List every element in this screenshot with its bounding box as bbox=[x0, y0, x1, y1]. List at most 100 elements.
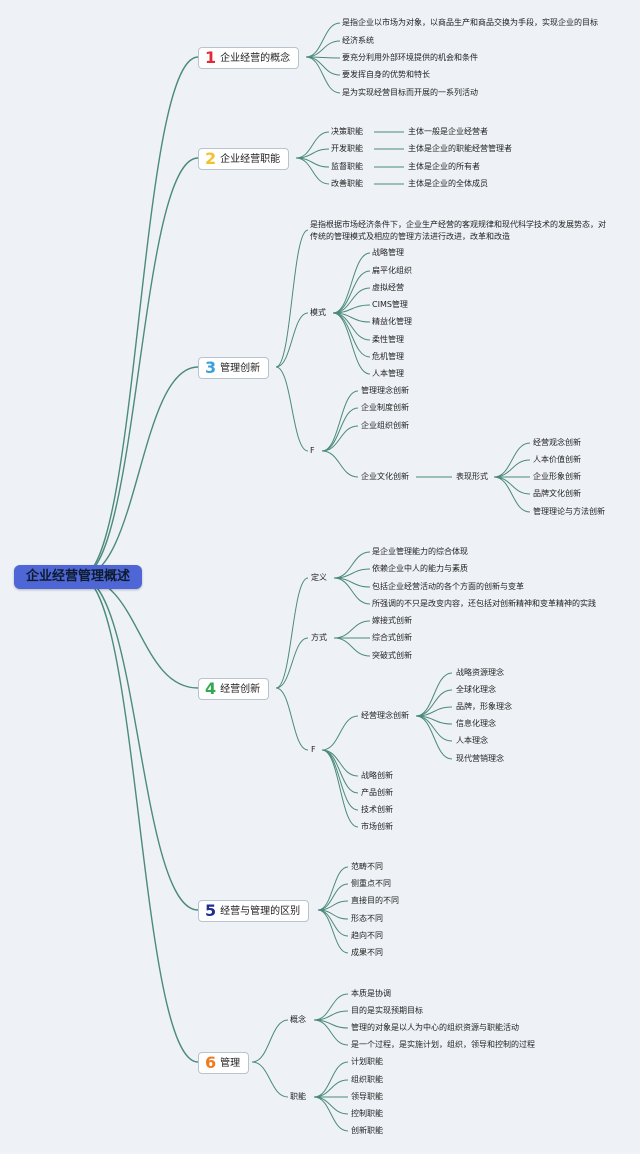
s5-item[interactable]: 成果不同 bbox=[351, 948, 383, 957]
s2-function[interactable]: 决策职能 bbox=[331, 127, 363, 136]
s4-idea-item[interactable]: 人本理念 bbox=[456, 736, 488, 745]
connector bbox=[493, 476, 531, 495]
s3-culture-item[interactable]: 人本价值创新 bbox=[533, 455, 581, 464]
s4-way-label[interactable]: 方式 bbox=[311, 633, 327, 642]
s5-item[interactable]: 形态不同 bbox=[351, 914, 383, 923]
s3-mode[interactable]: 扁平化组织 bbox=[372, 266, 412, 275]
s4-idea-item[interactable]: 战略资源理念 bbox=[456, 668, 504, 677]
s2-subject[interactable]: 主体是企业的所有者 bbox=[408, 162, 480, 171]
s4-idea-item[interactable]: 全球化理念 bbox=[456, 685, 496, 694]
s5-item[interactable]: 侧重点不同 bbox=[351, 879, 391, 888]
s4-other[interactable]: 战略创新 bbox=[361, 771, 393, 780]
s2-subject[interactable]: 主体是企业的全体成员 bbox=[408, 179, 488, 188]
topic-number: 3 bbox=[205, 358, 217, 377]
connector bbox=[79, 56, 199, 578]
s3-mode[interactable]: 战略管理 bbox=[372, 248, 404, 257]
s4-other[interactable]: 技术创新 bbox=[361, 805, 393, 814]
s6-func[interactable]: 领导职能 bbox=[351, 1092, 383, 1101]
s3-mode-label[interactable]: 模式 bbox=[310, 308, 326, 317]
connector bbox=[333, 551, 371, 579]
s1-item[interactable]: 是指企业以市场为对象，以商品生产和商品交换为手段，实现企业的目标 bbox=[342, 18, 598, 27]
topic-label: 企业经营职能 bbox=[220, 154, 281, 165]
s6-func-label[interactable]: 职能 bbox=[290, 1092, 306, 1101]
s5-item[interactable]: 趋向不同 bbox=[351, 931, 383, 940]
s4-way[interactable]: 嫁接式创新 bbox=[372, 616, 412, 625]
connector bbox=[321, 715, 359, 751]
s4-def[interactable]: 所强调的不只是改变内容，还包括对创新精神和变革精神的实践 bbox=[372, 599, 596, 608]
s6-func[interactable]: 计划职能 bbox=[351, 1057, 383, 1066]
s6-concept[interactable]: 目的是实现预期目标 bbox=[351, 1006, 423, 1015]
s4-idea[interactable]: 经营理念创新 bbox=[361, 711, 409, 720]
s4-idea-item[interactable]: 现代营销理念 bbox=[456, 754, 504, 763]
s3-mode[interactable]: 精益化管理 bbox=[372, 317, 412, 326]
s2-function[interactable]: 监督职能 bbox=[331, 162, 363, 171]
connector bbox=[313, 993, 349, 1021]
s4-way[interactable]: 综合式创新 bbox=[372, 633, 412, 642]
s1-item[interactable]: 是为实现经营目标而开展的一系列活动 bbox=[342, 88, 478, 97]
s3-culture-item[interactable]: 企业形象创新 bbox=[533, 472, 581, 481]
s3-culture-item[interactable]: 管理理论与方法创新 bbox=[533, 507, 605, 516]
s3-f-item[interactable]: 管理理念创新 bbox=[361, 386, 409, 395]
s2-subject[interactable]: 主体是企业的职能经营管理者 bbox=[408, 144, 512, 153]
s3-f-item[interactable]: 企业制度创新 bbox=[361, 403, 409, 412]
s6-func[interactable]: 创新职能 bbox=[351, 1126, 383, 1135]
s4-other[interactable]: 市场创新 bbox=[361, 822, 393, 831]
s6-concept-label[interactable]: 概念 bbox=[290, 1015, 306, 1024]
topic-label: 经营与管理的区别 bbox=[220, 906, 301, 917]
s6-func[interactable]: 控制职能 bbox=[351, 1109, 383, 1118]
s6-concept[interactable]: 本质是协调 bbox=[351, 989, 391, 998]
s2-function[interactable]: 开发职能 bbox=[331, 144, 363, 153]
connector bbox=[251, 1061, 289, 1098]
s1-item[interactable]: 要充分利用外部环境提供的机会和条件 bbox=[342, 53, 478, 62]
topic-number: 6 bbox=[205, 1053, 217, 1072]
s3-definition[interactable]: 是指根据市场经济条件下，企业生产经营的客观规律和现代科学技术的发展势态，对传统的… bbox=[310, 220, 606, 241]
s3-mode[interactable]: 人本管理 bbox=[372, 369, 404, 378]
connector bbox=[275, 687, 309, 751]
connector bbox=[415, 672, 453, 717]
s5-item[interactable]: 范畴不同 bbox=[351, 862, 383, 871]
s6-func[interactable]: 组织职能 bbox=[351, 1075, 383, 1084]
connector bbox=[313, 1096, 349, 1115]
root-topic[interactable]: 企业经营管理概述 bbox=[14, 565, 142, 589]
s4-other[interactable]: 产品创新 bbox=[361, 788, 393, 797]
connector bbox=[313, 1061, 349, 1098]
s3-mode[interactable]: 危机管理 bbox=[372, 352, 404, 361]
s3-mode[interactable]: 虚拟经营 bbox=[372, 283, 404, 292]
s6-concept[interactable]: 管理的对象是以人为中心的组织资源与职能活动 bbox=[351, 1023, 519, 1032]
connector bbox=[313, 1096, 349, 1132]
s3-f-item[interactable]: 企业组织创新 bbox=[361, 421, 409, 430]
s4-f-label[interactable]: F bbox=[311, 745, 316, 754]
s1-item[interactable]: 经济系统 bbox=[342, 36, 374, 45]
s3-express[interactable]: 表现形式 bbox=[456, 472, 488, 481]
s3-culture-item[interactable]: 经营观念创新 bbox=[533, 438, 581, 447]
s3-mode[interactable]: 柔性管理 bbox=[372, 335, 404, 344]
s2-subject[interactable]: 主体一般是企业经营者 bbox=[408, 127, 488, 136]
s4-idea-item[interactable]: 品牌，形象理念 bbox=[456, 702, 512, 711]
s2-function[interactable]: 改善职能 bbox=[331, 179, 363, 188]
connector bbox=[79, 157, 199, 578]
s6-concept[interactable]: 是一个过程，是实施计划，组织，领导和控制的过程 bbox=[351, 1040, 535, 1049]
s4-def[interactable]: 是企业管理能力的综合体现 bbox=[372, 547, 468, 556]
s3-mode[interactable]: CIMS管理 bbox=[372, 300, 408, 309]
s4-def[interactable]: 包括企业经营活动的各个方面的创新与变革 bbox=[372, 582, 524, 591]
s4-idea-item[interactable]: 信息化理念 bbox=[456, 719, 496, 728]
s3-culture-item[interactable]: 品牌文化创新 bbox=[533, 489, 581, 498]
connector bbox=[332, 312, 371, 375]
s1-item[interactable]: 要发挥自身的优势和特长 bbox=[342, 70, 430, 79]
connector bbox=[317, 909, 349, 954]
topic-label: 管理创新 bbox=[220, 363, 261, 374]
s5-item[interactable]: 直接目的不同 bbox=[351, 896, 399, 905]
s4-way[interactable]: 突破式创新 bbox=[372, 651, 412, 660]
s4-def-label[interactable]: 定义 bbox=[311, 573, 327, 582]
s4-def[interactable]: 依赖企业中人的能力与素质 bbox=[372, 564, 468, 573]
connector bbox=[321, 390, 359, 452]
s3-f-label[interactable]: F bbox=[310, 446, 315, 455]
s3-culture[interactable]: 企业文化创新 bbox=[361, 472, 409, 481]
